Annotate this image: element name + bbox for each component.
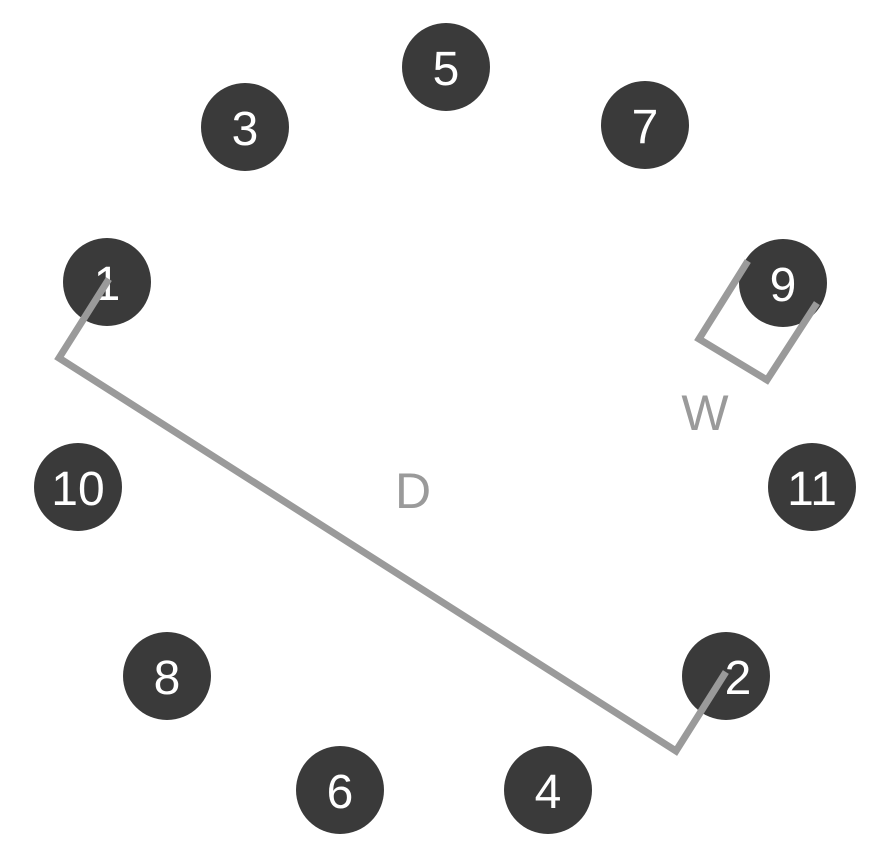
target-9-circle [739,239,827,327]
target-6-circle [296,746,384,834]
distance-bracket-line [54,277,729,756]
target-2-number: 2 [725,652,752,705]
width-label: W [681,385,729,441]
target-11-number: 11 [787,463,837,516]
target-5-circle [402,23,490,111]
target-4: 4 [504,746,592,834]
target-7: 7 [601,81,689,169]
target-6-number: 6 [327,766,354,819]
target-7-circle [601,81,689,169]
target-10: 10 [34,443,122,531]
target-7-number: 7 [632,101,659,154]
target-8-circle [123,632,211,720]
target-9: 9 [739,239,827,327]
target-3-circle [201,83,289,171]
target-5-number: 5 [433,43,460,96]
target-3-number: 3 [232,103,259,156]
target-11: 11 [768,443,856,531]
target-8: 8 [123,632,211,720]
target-4-circle [504,746,592,834]
target-6: 6 [296,746,384,834]
target-11-circle [768,443,856,531]
target-9-number: 9 [770,259,797,312]
distance-label: D [395,463,431,519]
target-10-number: 10 [51,463,104,516]
target-10-circle [34,443,122,531]
target-3: 3 [201,83,289,171]
target-4-number: 4 [535,766,562,819]
width-bracket-line [694,259,820,385]
target-5: 5 [402,23,490,111]
target-8-number: 8 [154,652,181,705]
